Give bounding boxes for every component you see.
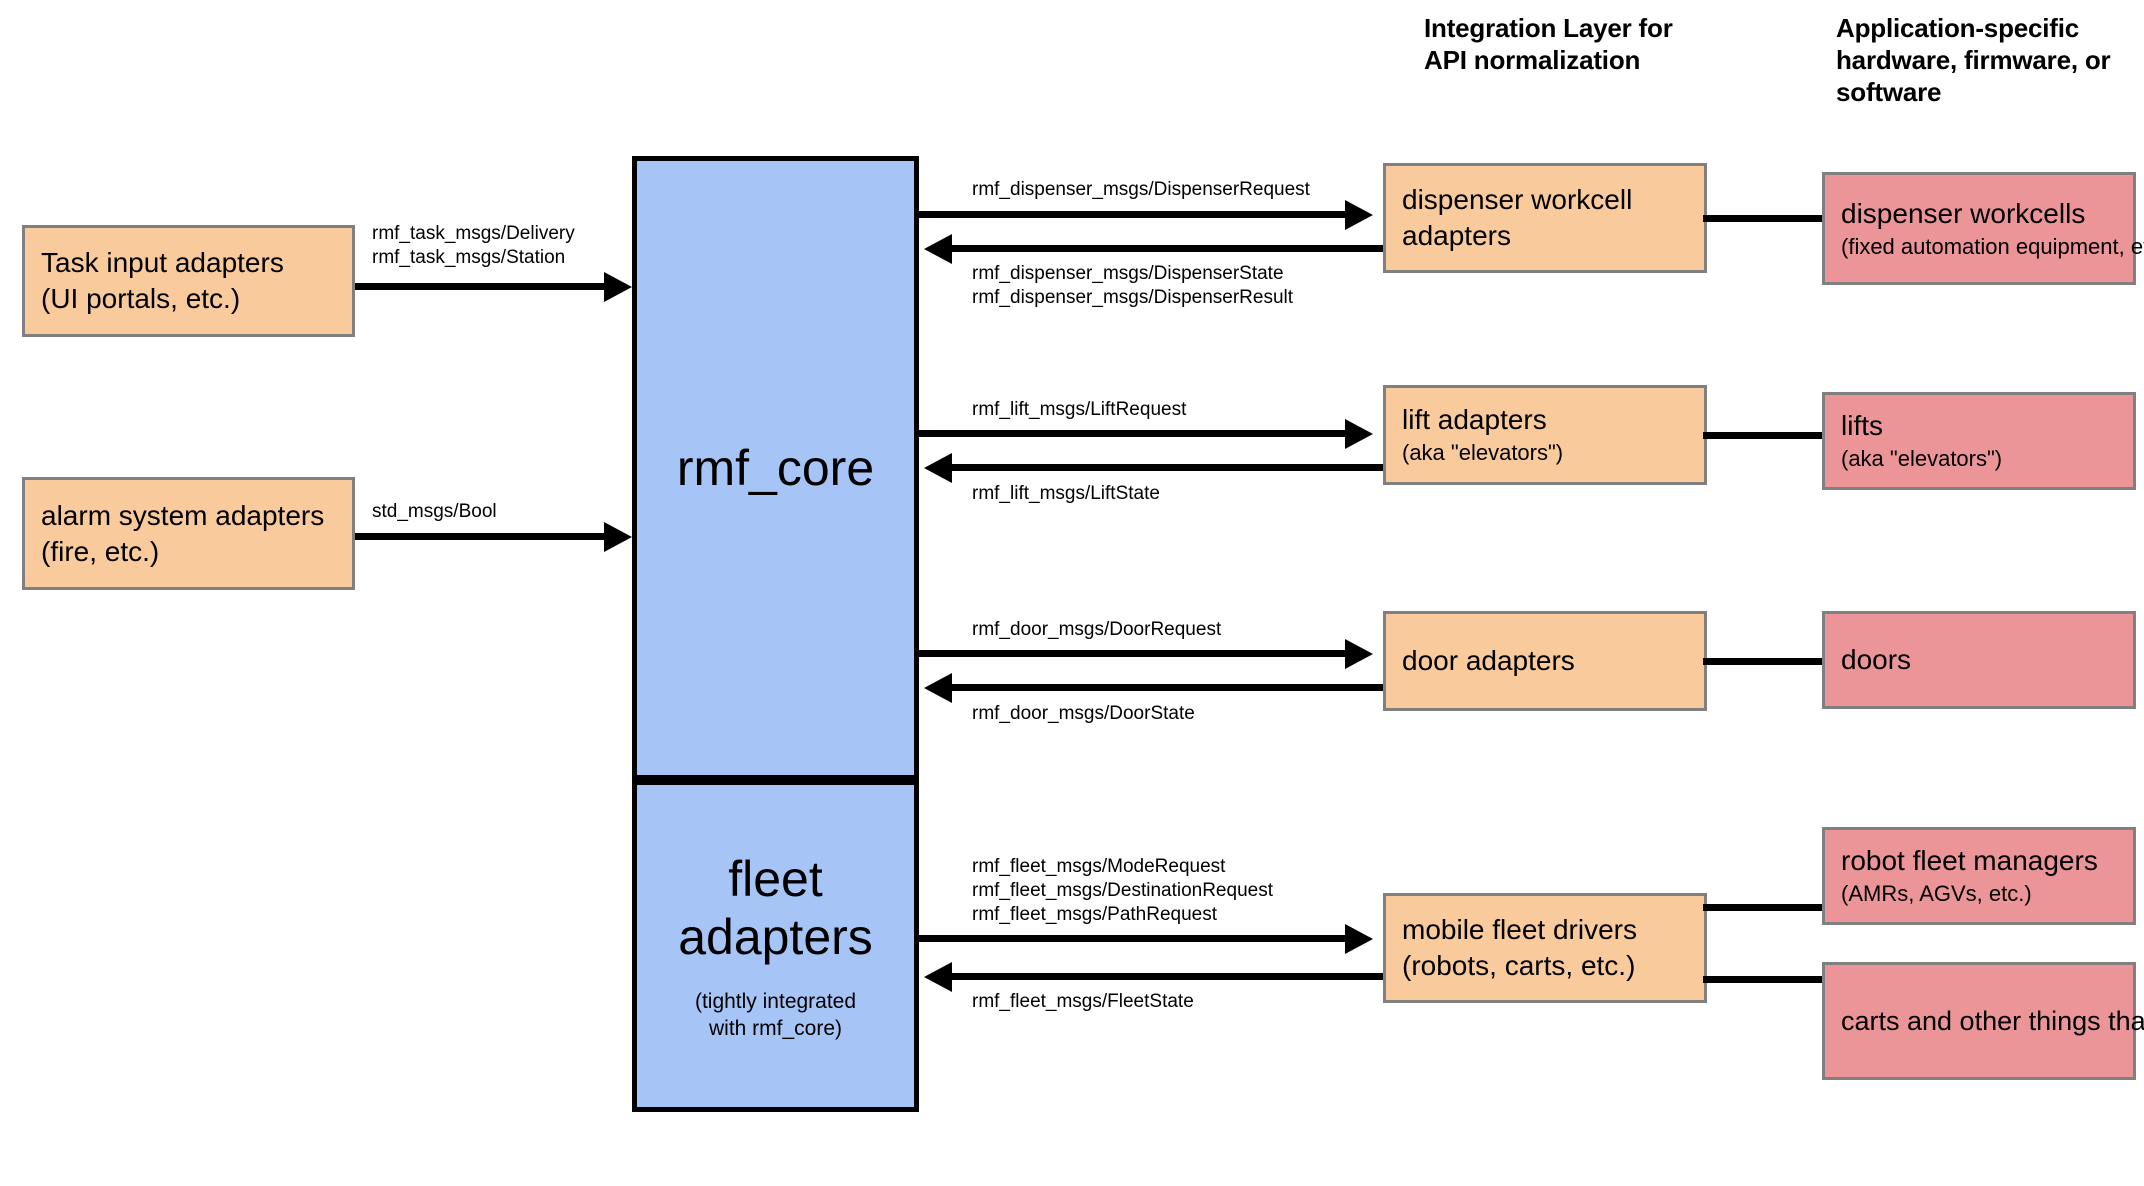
edge-core-to-lift-adapters [919,430,1349,437]
node-doors[interactable]: doors [1822,611,2136,709]
door-adapters-line1: door adapters [1402,645,1575,676]
alarm-system-adapters-line2: (fire, etc.) [41,535,160,567]
node-lifts[interactable]: lifts (aka "elevators") [1822,392,2136,490]
arrowhead-door-adapters-to-core [924,673,952,703]
edge-drivers-to-robot-fleet-managers [1703,904,1826,911]
edge-drivers-to-carts [1703,976,1826,983]
column-header-integration-layer: Integration Layer for API normalization [1424,13,1673,75]
edge-label-dispenser-request: rmf_dispenser_msgs/DispenserRequest [972,179,1310,200]
arrowhead-alarm-to-core [604,522,632,552]
edge-task-to-core [355,283,608,290]
arrowhead-core-to-door-adapters [1345,639,1373,669]
task-input-adapters-line1: Task input adapters [41,247,284,278]
edge-lift-adapters-to-core [952,464,1383,471]
node-robot-fleet-managers[interactable]: robot fleet managers (AMRs, AGVs, etc.) [1822,827,2136,925]
arrowhead-core-to-dispenser-adapters [1345,200,1373,230]
edge-dispenser-adapters-to-workcells [1703,215,1826,222]
edge-alarm-to-core [355,533,608,540]
edge-label-door-state: rmf_door_msgs/DoorState [972,703,1195,724]
robot-fleet-managers-line1: robot fleet managers [1841,845,2098,876]
edge-fleet-adapters-to-drivers [919,935,1349,942]
fleet-adapters-sublabel: (tightly integrated with rmf_core) [694,990,857,1040]
edge-label-dispenser-state: rmf_dispenser_msgs/DispenserState rmf_di… [972,263,1294,308]
node-door-adapters[interactable]: door adapters [1383,611,1707,711]
dispenser-workcell-adapters-line2: adapters [1402,220,1511,251]
mobile-fleet-drivers-line1: mobile fleet drivers [1402,914,1637,945]
arrowhead-drivers-to-fleet-adapters [924,962,952,992]
edge-label-std-msgs-bool: std_msgs/Bool [372,501,497,522]
node-mobile-fleet-drivers[interactable]: mobile fleet drivers (robots, carts, etc… [1383,893,1707,1003]
task-input-adapters-line2: (UI portals, etc.) [41,283,241,314]
carts-and-other-things-label: carts and other things that move and can… [1841,1006,2144,1036]
doors-line1: doors [1841,644,1912,675]
dispenser-workcells-sublabel: (fixed automation equipment, etc.) [1841,233,2144,259]
edge-door-adapters-to-doors [1703,658,1826,665]
edge-core-to-door-adapters [919,650,1349,657]
node-dispenser-workcells[interactable]: dispenser workcells (fixed automation eq… [1822,172,2144,285]
lifts-sublabel: (aka "elevators") [1841,446,2003,471]
mobile-fleet-drivers-line2: (robots, carts, etc.) [1402,950,1636,981]
edge-lift-adapters-to-lifts [1703,432,1826,439]
column-header-application-specific: Application-specific hardware, firmware,… [1836,13,2111,107]
node-lift-adapters[interactable]: lift adapters (aka "elevators") [1383,385,1707,485]
arrowhead-dispenser-adapters-to-core [924,234,952,264]
node-alarm-system-adapters[interactable]: alarm system adapters (fire, etc.) [22,477,355,590]
dispenser-workcell-adapters-line1: dispenser workcell [1402,184,1633,215]
edge-dispenser-adapters-to-core [952,245,1383,252]
edge-drivers-to-fleet-adapters [952,973,1383,980]
edge-door-adapters-to-core [952,684,1383,691]
arrowhead-core-to-lift-adapters [1345,419,1373,449]
edge-label-fleet-state: rmf_fleet_msgs/FleetState [972,991,1194,1012]
dispenser-workcells-line1: dispenser workcells [1841,197,2086,229]
fleet-adapters-label: fleet adapters [678,851,873,965]
edge-label-task-msgs: rmf_task_msgs/Delivery rmf_task_msgs/Sta… [372,223,575,268]
robot-fleet-managers-sublabel: (AMRs, AGVs, etc.) [1841,881,2032,906]
lift-adapters-sublabel: (aka "elevators") [1402,440,1564,465]
edge-label-door-request: rmf_door_msgs/DoorRequest [972,619,1222,640]
node-task-input-adapters[interactable]: Task input adapters (UI portals, etc.) [22,225,355,337]
edge-label-lift-request: rmf_lift_msgs/LiftRequest [972,399,1187,420]
lifts-line1: lifts [1841,410,1883,441]
node-rmf-core[interactable]: rmf_core [632,156,919,780]
rmf-core-label: rmf_core [676,440,875,496]
node-dispenser-workcell-adapters[interactable]: dispenser workcell adapters [1383,163,1707,273]
arrowhead-task-to-core [604,272,632,302]
lift-adapters-line1: lift adapters [1402,404,1547,435]
edge-label-lift-state: rmf_lift_msgs/LiftState [972,483,1160,504]
node-carts-and-other-things[interactable]: carts and other things that move and can… [1822,962,2144,1080]
alarm-system-adapters-line1: alarm system adapters [41,499,325,531]
node-fleet-adapters[interactable]: fleet adapters (tightly integrated with … [632,780,919,1112]
arrowhead-fleet-adapters-to-drivers [1345,924,1373,954]
edge-core-to-dispenser-adapters [919,211,1349,218]
arrowhead-lift-adapters-to-core [924,453,952,483]
edge-label-fleet-requests: rmf_fleet_msgs/ModeRequest rmf_fleet_msg… [972,856,1273,925]
